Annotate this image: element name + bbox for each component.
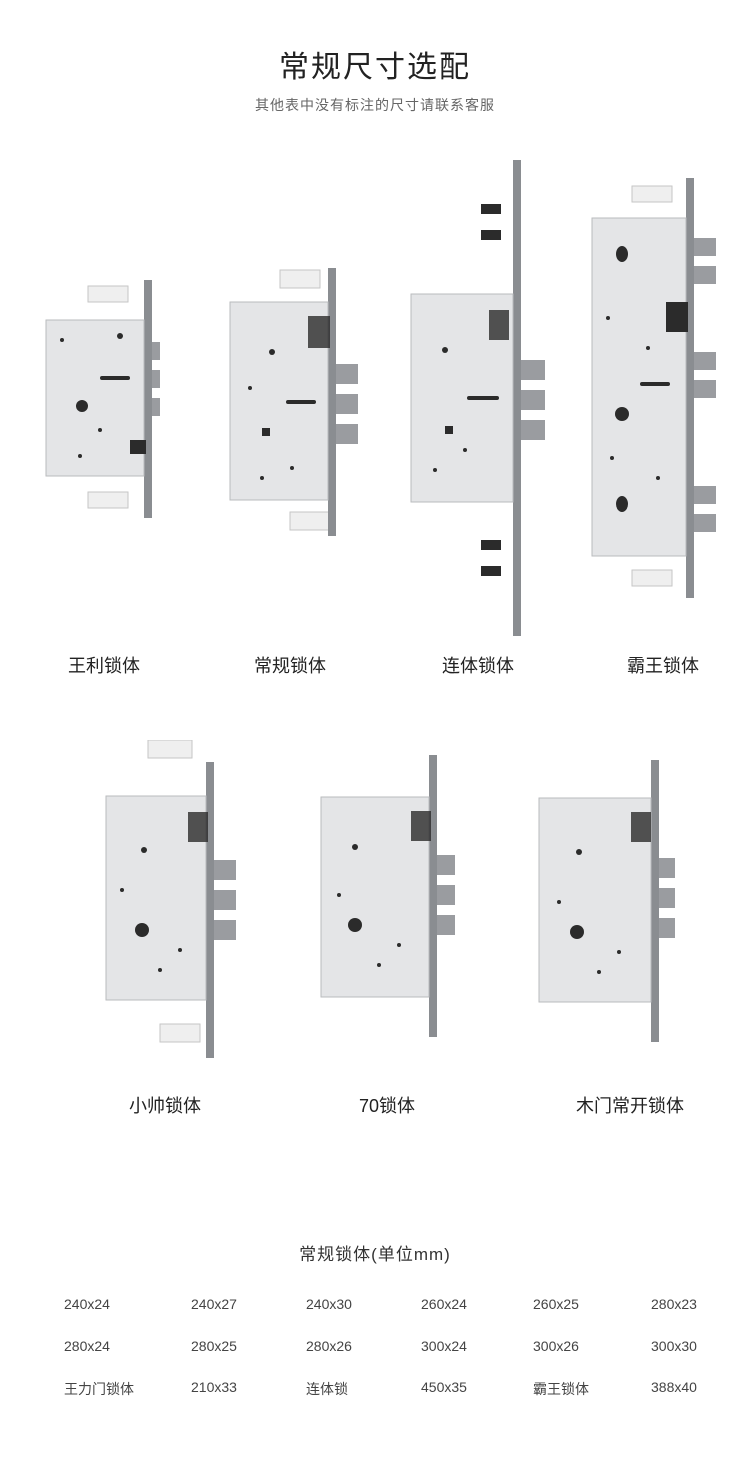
product-xiaoshuai-label: 小帅锁体 (129, 1096, 201, 1116)
page-subtitle: 其他表中没有标注的尺寸请联系客服 (255, 97, 495, 113)
product-70-label: 70锁体 (358, 1096, 416, 1116)
size-cell: 连体锁 (306, 1381, 348, 1397)
product-wangli-label: 王利锁体 (68, 656, 140, 676)
product-xiaoshuai-image[interactable] (100, 740, 240, 1060)
size-cell: 280x23 (651, 1296, 697, 1312)
product-70-image[interactable] (315, 755, 455, 1040)
size-cell: 300x26 (533, 1338, 579, 1354)
size-cell: 450x35 (421, 1379, 467, 1395)
size-cell: 240x30 (306, 1296, 352, 1312)
product-liant-label: 连体锁体 (442, 656, 514, 676)
product-changgui-image[interactable] (222, 268, 362, 538)
size-table-row: 王力门锁体 210x33 连体锁 450x35 霸王锁体 388x40 (0, 1379, 750, 1399)
product-wangli-image[interactable] (40, 280, 160, 520)
size-cell: 王力门锁体 (64, 1381, 134, 1397)
size-cell: 210x33 (191, 1379, 237, 1395)
size-table-row: 240x24 240x27 240x30 260x24 260x25 280x2… (0, 1296, 750, 1316)
size-table-row: 280x24 280x25 280x26 300x24 300x26 300x3… (0, 1338, 750, 1358)
size-cell: 260x24 (421, 1296, 467, 1312)
size-cell: 260x25 (533, 1296, 579, 1312)
size-cell: 280x26 (306, 1338, 352, 1354)
size-cell: 388x40 (651, 1379, 697, 1395)
product-changgui-label: 常规锁体 (254, 656, 326, 676)
size-cell: 300x24 (421, 1338, 467, 1354)
product-bawang-image[interactable] (588, 178, 728, 603)
size-cell: 280x25 (191, 1338, 237, 1354)
size-cell: 240x27 (191, 1296, 237, 1312)
size-cell: 300x30 (651, 1338, 697, 1354)
size-cell: 240x24 (64, 1296, 110, 1312)
product-bawang-label: 霸王锁体 (627, 656, 699, 676)
size-table-title: 常规锁体(单位mm) (299, 1245, 451, 1264)
product-liant-image[interactable] (405, 160, 555, 640)
page-title: 常规尺寸选配 (279, 51, 471, 84)
product-mumen-label: 木门常开锁体 (576, 1096, 684, 1116)
size-cell: 霸王锁体 (533, 1381, 589, 1397)
product-mumen-image[interactable] (535, 760, 675, 1045)
size-table: 240x24 240x27 240x30 260x24 260x25 280x2… (0, 1293, 750, 1423)
size-cell: 280x24 (64, 1338, 110, 1354)
